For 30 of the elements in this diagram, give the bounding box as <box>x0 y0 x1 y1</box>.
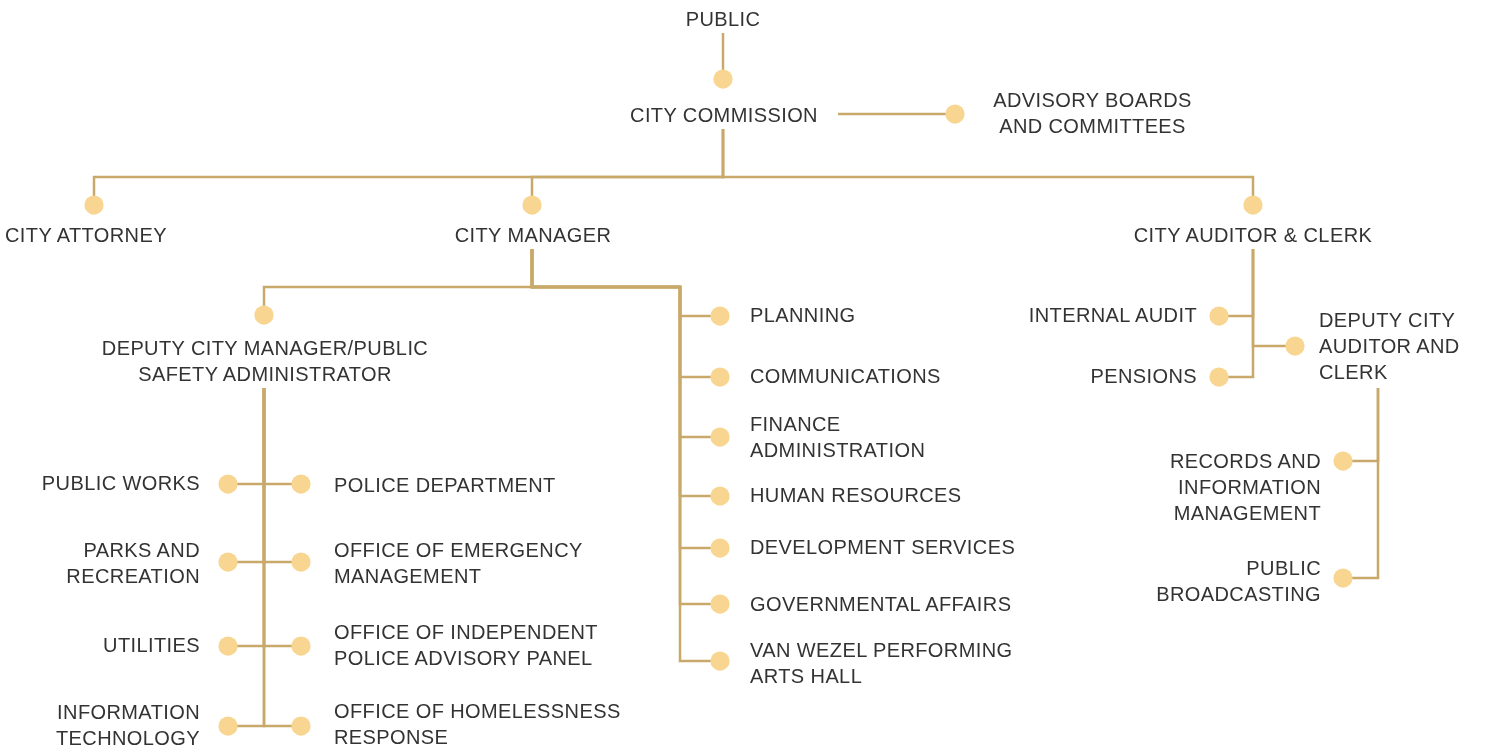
unit-label: UTILITIES <box>0 632 200 658</box>
unit-label: CITY AUDITOR & CLERK <box>1108 222 1398 248</box>
unit-label: CITY ATTORNEY <box>5 222 205 248</box>
unit-label: PUBLIC BROADCASTING <box>1121 555 1321 607</box>
unit-label: FINANCE ADMINISTRATION <box>750 411 970 463</box>
unit-label: DEPUTY CITY AUDITOR AND CLERK <box>1319 307 1485 385</box>
unit-label: ADVISORY BOARDS AND COMMITTEES <box>975 87 1210 139</box>
unit-label: OFFICE OF EMERGENCY MANAGEMENT <box>334 537 634 589</box>
unit-label: PUBLIC <box>663 6 783 32</box>
unit-label: OFFICE OF INDEPENDENT POLICE ADVISORY PANEL <box>334 619 644 671</box>
unit-label: PARKS AND RECREATION <box>0 537 200 589</box>
connector-line <box>1251 249 1305 356</box>
connector-line <box>838 104 965 124</box>
connector-line <box>713 33 733 89</box>
unit-label: POLICE DEPARTMENT <box>334 472 634 498</box>
unit-label: CITY COMMISSION <box>614 102 834 128</box>
unit-label: HUMAN RESOURCES <box>750 482 1050 508</box>
unit-label: PUBLIC WORKS <box>0 470 200 496</box>
connector-line <box>262 388 311 736</box>
connector-line <box>1333 388 1380 588</box>
unit-label: DEPUTY CITY MANAGER/PUBLIC SAFETY ADMINISTRATOR <box>75 335 455 387</box>
unit-label: INTERNAL AUDIT <box>997 302 1197 328</box>
connector-line <box>721 129 1263 215</box>
unit-label: OFFICE OF HOMELESSNESS RESPONSE <box>334 698 654 750</box>
unit-label: DEVELOPMENT SERVICES <box>750 534 1050 560</box>
unit-label: VAN WEZEL PERFORMING ARTS HALL <box>750 637 1040 689</box>
unit-label: INFORMATION TECHNOLOGY <box>0 699 200 751</box>
unit-label: RECORDS AND INFORMATION MANAGEMENT <box>1121 448 1321 526</box>
unit-label: GOVERNMENTAL AFFAIRS <box>750 591 1060 617</box>
unit-label: CITY MANAGER <box>433 222 633 248</box>
